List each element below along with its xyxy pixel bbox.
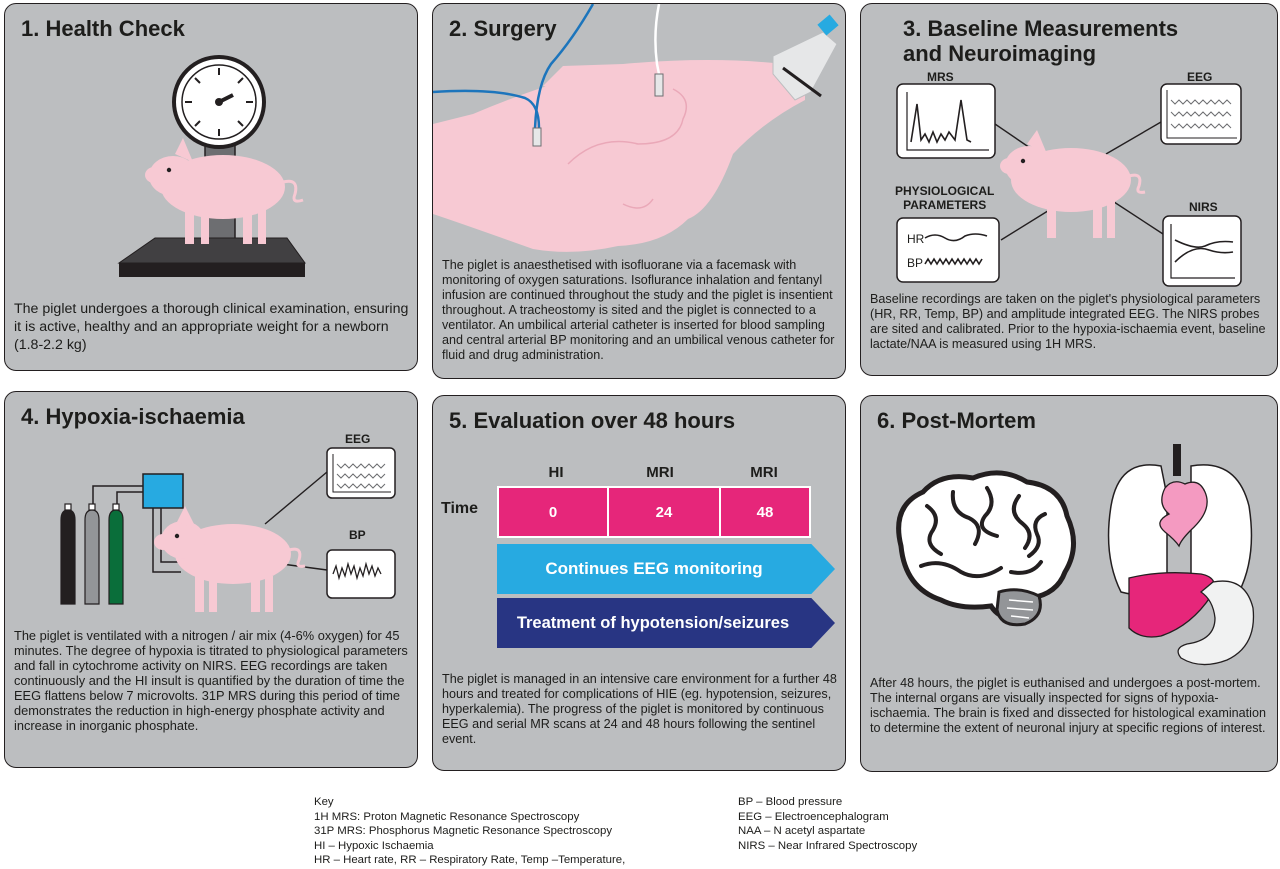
piglet-icon <box>433 60 805 252</box>
panel-surgery: 2. Surgery The piglet is anaesthetised w… <box>432 3 846 379</box>
panel-title: 5. Evaluation over 48 hours <box>449 408 736 433</box>
key-entry: 1H MRS: Proton Magnetic Resonance Spectr… <box>314 810 580 823</box>
time-cell-0: 0 <box>499 488 609 536</box>
key-entry: 31P MRS: Phosphorus Magnetic Resonance S… <box>314 825 613 838</box>
panel-health-check: 1. Health Check The piglet undergoes a t… <box>4 3 418 371</box>
panel-title: 3. Baseline Measurements and Neuroimagin… <box>903 16 1179 66</box>
piglet-icon <box>145 138 285 244</box>
panel-title: 1. Health Check <box>21 16 185 41</box>
hypoxia-apparatus-illustration <box>60 447 396 612</box>
stomach-icon <box>1177 580 1255 666</box>
eeg-label: EEG <box>1187 70 1213 84</box>
panel-description: The piglet is managed in an intensive ca… <box>442 672 837 746</box>
time-cell-48: 48 <box>721 488 809 536</box>
time-label: Time <box>441 500 479 517</box>
key-entry: HR – Heart rate, RR – Respiratory Rate, … <box>314 854 626 867</box>
weighing-scale-illustration <box>117 55 306 277</box>
organs-illustration <box>896 444 1255 666</box>
mrs-label: MRS <box>927 70 954 84</box>
key-entry: BP – Blood pressure <box>738 796 843 808</box>
surgery-illustration <box>433 4 839 252</box>
panel-description: The piglet is ventilated with a nitrogen… <box>14 628 408 733</box>
timeline-event-hi: HI <box>548 464 564 481</box>
key-left: Key 1H MRS: Proton Magnetic Resonance Sp… <box>314 795 625 868</box>
key-right: BP – Blood pressure EEG – Electroencepha… <box>738 795 917 853</box>
key-entry: EEG – Electroencephalogram <box>738 810 889 823</box>
key-entry: NIRS – Near Infrared Spectroscopy <box>738 839 918 852</box>
hr-label: HR <box>907 232 925 246</box>
liver-icon <box>1128 572 1215 638</box>
physiological-parameters-label: PHYSIOLOGICAL PARAMETERS <box>895 184 995 212</box>
baseline-monitoring-illustration <box>896 83 1242 287</box>
panel-evaluation: 5. Evaluation over 48 hours HI MRI MRI T… <box>432 395 846 771</box>
gas-cylinders <box>60 503 124 605</box>
key-entry: NAA – N acetyl aspartate <box>738 825 866 838</box>
piglet-icon <box>1000 130 1131 238</box>
treatment-arrow: Treatment of hypotension/seizures <box>497 598 835 648</box>
panel-post-mortem: 6. Post-Mortem After 48 hours, the pigle… <box>860 395 1278 772</box>
panel-baseline: 3. Baseline Measurements and Neuroimagin… <box>860 3 1278 376</box>
eeg-label: EEG <box>345 432 371 446</box>
time-cell-24: 24 <box>609 488 721 536</box>
panel-hypoxia-ischaemia: 4. Hypoxia-ischaemia EEG BP The piglet i… <box>4 391 418 768</box>
panel-title: 2. Surgery <box>449 16 557 41</box>
key-entry: HI – Hypoxic Ischaemia <box>314 839 434 852</box>
panel-title: 4. Hypoxia-ischaemia <box>21 404 245 429</box>
panel-description: The piglet is anaesthetised with isofluo… <box>442 258 835 362</box>
timeline-event-mri-24: MRI <box>646 464 674 481</box>
physiological-monitor <box>896 217 1000 283</box>
panel-description: Baseline recordings are taken on the pig… <box>870 292 1266 351</box>
bp-label: BP <box>907 256 924 270</box>
time-row: 0 24 48 <box>497 486 811 538</box>
brain-icon <box>896 470 1076 627</box>
panel-title: 6. Post-Mortem <box>877 408 1036 433</box>
panel-description: The piglet undergoes a thorough clinical… <box>14 301 409 353</box>
nirs-monitor <box>1162 215 1242 287</box>
panel-description: After 48 hours, the piglet is euthanised… <box>870 676 1266 735</box>
key-title: Key <box>314 796 334 808</box>
eeg-monitor <box>326 447 396 499</box>
bp-monitor <box>326 549 396 599</box>
ventilator-box <box>142 473 184 509</box>
piglet-icon <box>154 506 291 612</box>
eeg-monitoring-arrow: Continues EEG monitoring <box>497 544 835 594</box>
bp-label: BP <box>349 528 366 542</box>
nirs-label: NIRS <box>1189 200 1218 214</box>
mrs-monitor <box>896 83 996 159</box>
timeline-event-mri-48: MRI <box>750 464 778 481</box>
heart-icon <box>1159 481 1208 548</box>
